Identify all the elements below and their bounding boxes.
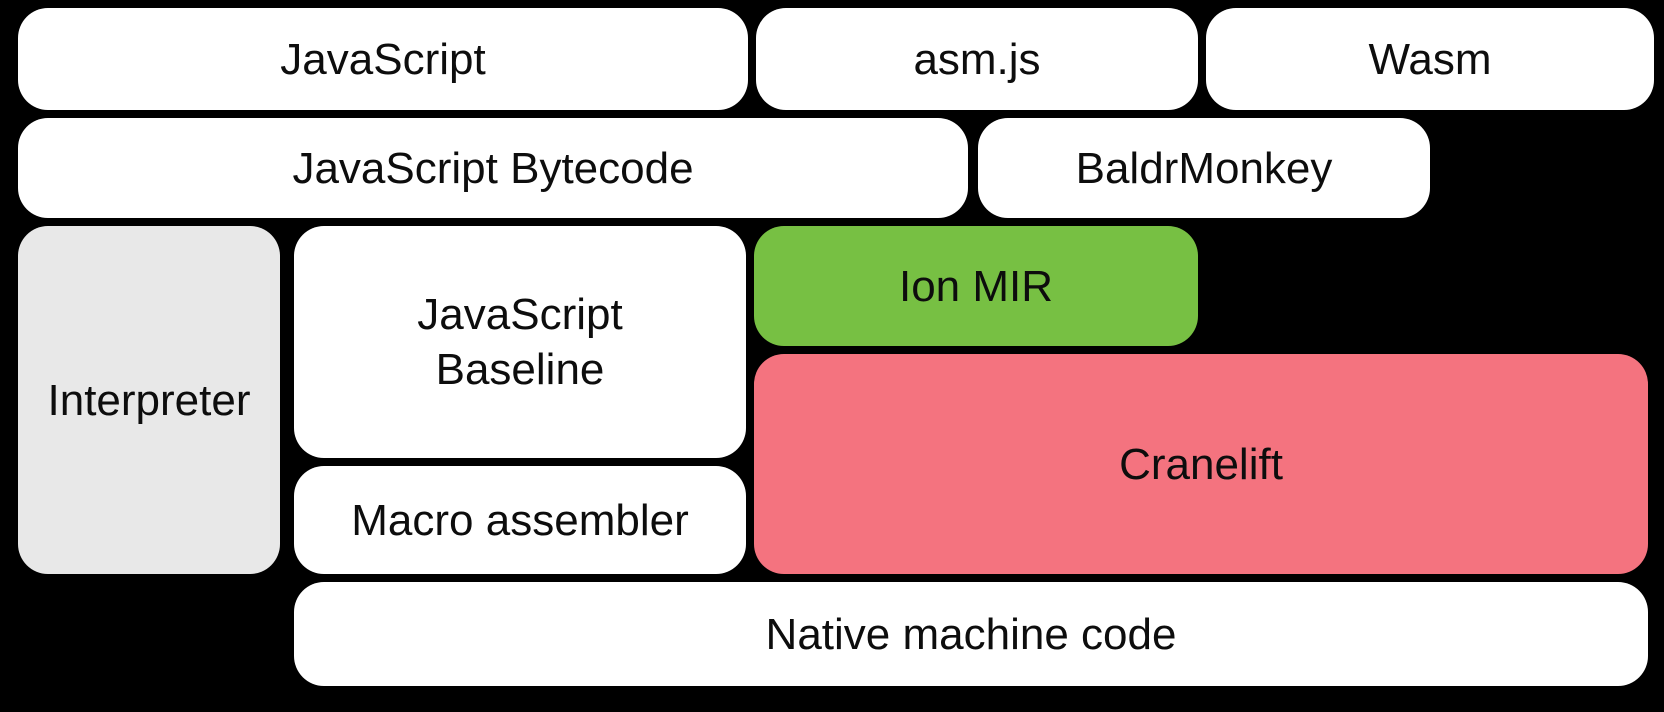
- node-javascript-label: JavaScript: [280, 34, 486, 84]
- node-baldrmonkey-label: BaldrMonkey: [1075, 143, 1333, 193]
- node-javascript-baseline: JavaScript Baseline: [294, 226, 746, 458]
- node-ion-mir: Ion MIR: [754, 226, 1198, 346]
- node-javascript-baseline-label: JavaScript Baseline: [417, 290, 623, 394]
- node-macro-assembler-label: Macro assembler: [351, 495, 689, 545]
- node-asm-js: asm.js: [756, 8, 1198, 110]
- node-native-machine-code-label: Native machine code: [765, 609, 1177, 659]
- node-baldrmonkey: BaldrMonkey: [978, 118, 1430, 218]
- node-javascript-bytecode-label: JavaScript Bytecode: [292, 143, 694, 193]
- node-interpreter-label: Interpreter: [47, 375, 251, 425]
- node-macro-assembler: Macro assembler: [294, 466, 746, 574]
- node-wasm-label: Wasm: [1368, 34, 1492, 84]
- node-wasm: Wasm: [1206, 8, 1654, 110]
- node-javascript-bytecode: JavaScript Bytecode: [18, 118, 968, 218]
- node-javascript: JavaScript: [18, 8, 748, 110]
- node-ion-mir-label: Ion MIR: [898, 261, 1054, 311]
- node-cranelift: Cranelift: [754, 354, 1648, 574]
- node-cranelift-label: Cranelift: [1119, 439, 1283, 489]
- node-interpreter: Interpreter: [18, 226, 280, 574]
- node-native-machine-code: Native machine code: [294, 582, 1648, 686]
- node-asm-js-label: asm.js: [913, 34, 1041, 84]
